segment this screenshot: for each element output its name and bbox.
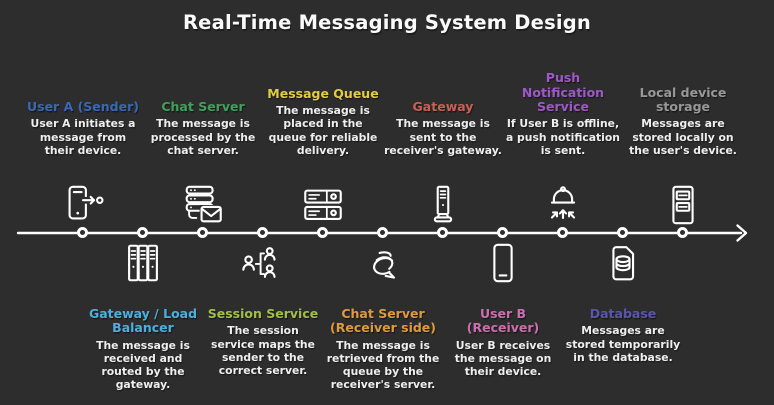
chat-scribble-icon <box>360 240 406 286</box>
stage-description: User B receives the message on their dev… <box>454 338 552 379</box>
bell-push-icon <box>540 182 586 228</box>
stage-description: User A initiates a message from their de… <box>30 117 136 157</box>
timeline-node <box>617 227 629 239</box>
stage-title: Gateway <box>412 99 474 115</box>
stage-user-a-sender-label: User A (Sender) User A initiates a messag… <box>24 99 142 157</box>
stage-title: Gateway / Load Balancer <box>88 306 198 336</box>
page-title: Real-Time Messaging System Design <box>182 11 592 34</box>
stage-title: User A (Sender) <box>26 99 139 115</box>
timeline-node <box>437 227 449 239</box>
stage-description: Messages are stored temporarily in the d… <box>565 324 681 364</box>
phone-send-icon <box>60 182 106 228</box>
timeline-node <box>197 227 209 239</box>
queue-icon <box>300 182 346 228</box>
stage-description: The session service maps the sender to t… <box>211 324 315 377</box>
timeline-node <box>677 227 689 239</box>
stage-title: Session Service <box>207 306 319 321</box>
stage-description: If User B is offline, a push notificatio… <box>506 117 620 157</box>
stage-description: The message is processed by the chat ser… <box>150 117 256 157</box>
stage-title: Push Notification Service <box>521 70 605 115</box>
timeline-node <box>377 227 389 239</box>
stage-title: Local device storage <box>639 84 727 115</box>
tower-icon <box>420 182 466 228</box>
lockers-icon <box>120 240 166 286</box>
cabinet-icon <box>660 182 706 228</box>
timeline-node <box>257 227 269 239</box>
stage-title: Message Queue <box>267 85 379 101</box>
stage-title: Database <box>589 306 657 321</box>
stage-title: Chat Server (Receiver side) <box>330 306 436 336</box>
stage-user-b-receiver-label: User B (Receiver)User B receives the mes… <box>444 306 562 379</box>
stage-description: The message is retrieved from the queue … <box>326 338 440 392</box>
stage-title: Chat Server <box>161 99 245 115</box>
timeline-node <box>317 227 329 239</box>
stage-title: User B (Receiver) <box>466 306 540 336</box>
timeline-node <box>557 227 569 239</box>
timeline-node <box>77 227 89 239</box>
smartphone-icon <box>480 240 526 286</box>
arrow-head-icon <box>736 224 748 242</box>
stage-description: The message is sent to the receiver's ga… <box>384 117 502 157</box>
stage-description: Messages are stored locally on the user'… <box>629 117 737 157</box>
stage-description: The message is placed in the queue for r… <box>268 104 378 157</box>
timeline-node <box>137 227 149 239</box>
stage-description: The message is received and routed by th… <box>96 338 190 392</box>
server-mail-icon <box>180 182 226 228</box>
sim-db-icon <box>600 240 646 286</box>
stage-chat-server-receiver-side-label: Chat Server (Receiver side)The message i… <box>324 306 442 392</box>
timeline-node <box>497 227 509 239</box>
people-map-icon <box>240 240 286 286</box>
